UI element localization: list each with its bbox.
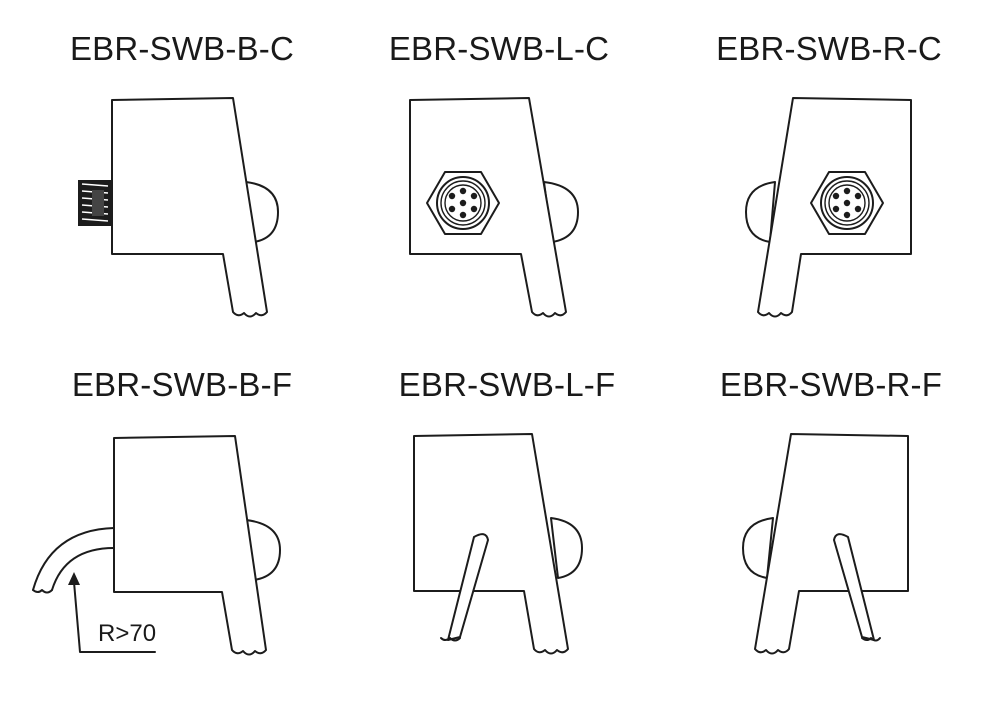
housing-outline xyxy=(413,433,569,655)
variant-label-r-c: EBR-SWB-R-C xyxy=(716,30,942,67)
nose-dome xyxy=(543,181,579,243)
drawing-l-f xyxy=(413,433,583,655)
flying-cable xyxy=(833,533,881,642)
bend-radius-dimension xyxy=(68,572,156,653)
housing-outline xyxy=(754,433,909,655)
drawing-r-f xyxy=(742,433,909,655)
nose-dome xyxy=(745,181,776,243)
variant-label-l-f: EBR-SWB-L-F xyxy=(398,366,616,403)
variant-label-l-c: EBR-SWB-L-C xyxy=(388,30,610,67)
flying-cable xyxy=(440,533,489,642)
drawing-l-c xyxy=(409,97,579,318)
threaded-connector xyxy=(78,180,112,226)
flying-cable xyxy=(32,527,115,594)
variant-label-r-f: EBR-SWB-R-F xyxy=(719,366,943,403)
housing-outline xyxy=(111,97,268,318)
variant-label-b-f: EBR-SWB-B-F xyxy=(71,366,293,403)
nose-dome xyxy=(550,517,583,579)
m12-connector-face xyxy=(426,171,500,235)
bend-radius-label: R>70 xyxy=(98,620,157,647)
drawing-r-c xyxy=(745,97,912,318)
housing-outline xyxy=(113,435,267,656)
variant-label-b-c: EBR-SWB-B-C xyxy=(69,30,295,67)
drawing-b-f xyxy=(32,435,281,656)
nose-dome xyxy=(742,517,774,579)
drawing-b-c xyxy=(78,97,279,318)
m12-connector-face xyxy=(810,171,884,235)
